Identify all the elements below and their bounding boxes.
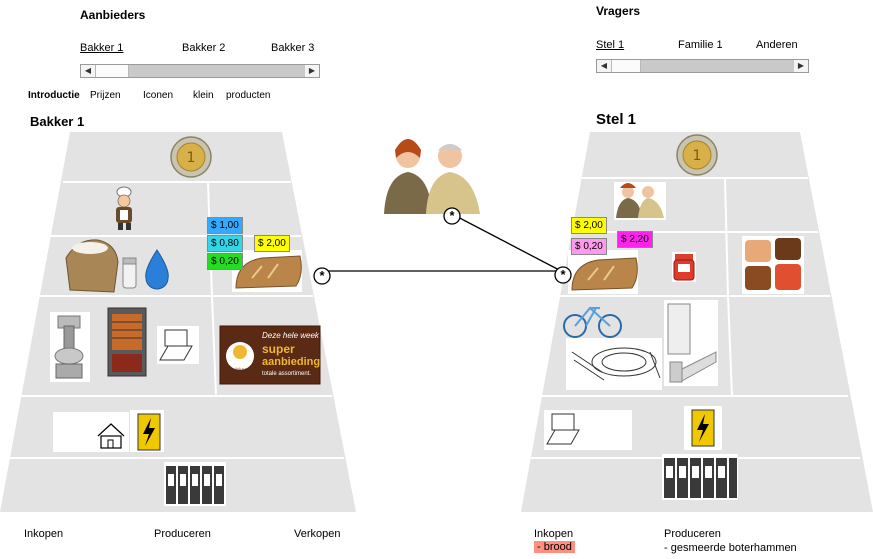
- couple-small-icon: [614, 182, 666, 220]
- stel-heading: Stel 1: [596, 111, 637, 128]
- svg-text:1: 1: [187, 150, 196, 166]
- bread-icon: [568, 250, 638, 294]
- baker-icon: [116, 186, 132, 230]
- footer-produceren: Produceren: [154, 528, 211, 540]
- house-icon: [93, 412, 129, 452]
- subtab-iconen[interactable]: Iconen: [143, 90, 174, 101]
- scrollbar-track[interactable]: [129, 65, 305, 77]
- price-tag: $ 0,80: [207, 235, 243, 252]
- connector-line-diagonal: [451, 213, 564, 273]
- tab-familie-1[interactable]: Familie 1: [678, 39, 723, 51]
- couple-photo-icon: [380, 134, 484, 216]
- footer-inkopen: Inkopen: [534, 528, 574, 540]
- footer-inkopen: Inkopen: [24, 528, 64, 540]
- jam-jar-icon: [672, 252, 696, 282]
- tab-bakker-2[interactable]: Bakker 2: [182, 42, 226, 54]
- aanbieding-banner: [219, 325, 321, 385]
- laptop-icon: [544, 410, 592, 450]
- banner-line-4: totale assortiment.: [262, 371, 312, 377]
- scrollbar-thumb[interactable]: [95, 65, 129, 77]
- euro-coin-icon: 1: [170, 136, 212, 178]
- scrollbar-thumb[interactable]: [611, 60, 641, 72]
- salt-shaker-icon: [122, 257, 137, 289]
- footer-produceren-item: - gesmeerde boterhammen: [664, 542, 797, 554]
- banner-brand: Bakkery: [228, 368, 250, 374]
- placeholder-box: [592, 410, 632, 450]
- connector-asterisk: *: [319, 268, 325, 283]
- plate-cutlery-icon: [566, 338, 662, 390]
- vragers-title: Vragers: [596, 4, 641, 18]
- footer-verkopen: Verkopen: [294, 528, 341, 540]
- euro-coin-icon: 1: [676, 134, 718, 176]
- connector-node-right[interactable]: [554, 266, 572, 284]
- water-drop-icon: [145, 249, 169, 290]
- tab-anderen[interactable]: Anderen: [756, 39, 798, 51]
- bread-icon: [232, 250, 302, 292]
- scroll-left-icon[interactable]: ◀: [81, 65, 95, 77]
- connector-node-left[interactable]: [313, 267, 331, 285]
- placeholder-box: [53, 412, 93, 452]
- electricity-icon: [130, 410, 164, 452]
- subtab-prijzen[interactable]: Prijzen: [90, 90, 121, 101]
- aanbieders-scrollbar[interactable]: ◀ ▶: [80, 64, 320, 78]
- binders-icon: [164, 462, 226, 506]
- price-tag: $ 2,00: [571, 217, 607, 234]
- binders-icon: [662, 454, 738, 500]
- price-tag: $ 2,20: [617, 231, 653, 248]
- scroll-right-icon[interactable]: ▶: [794, 60, 808, 72]
- tab-bakker-3[interactable]: Bakker 3: [271, 42, 315, 54]
- banner-line-3: aanbieding: [262, 356, 321, 368]
- tab-stel-1[interactable]: Stel 1: [596, 39, 625, 51]
- sandwiches-icon: [742, 236, 804, 294]
- bread-oven-icon: [107, 307, 147, 377]
- electricity-icon: [684, 406, 722, 450]
- footer-inkopen-item: - brood: [534, 541, 575, 553]
- subtab-producten[interactable]: producten: [226, 90, 271, 101]
- flour-sack-icon: [65, 239, 119, 293]
- price-tag: $ 2,00: [254, 235, 290, 252]
- banner-line-2: super: [262, 342, 295, 356]
- subtab-klein[interactable]: klein: [193, 90, 214, 101]
- aanbieders-title: Aanbieders: [80, 8, 146, 22]
- bicycle-icon: [563, 306, 622, 338]
- subtab-introductie[interactable]: Introductie: [28, 90, 80, 101]
- price-tag: $ 1,00: [207, 217, 243, 234]
- svg-text:1: 1: [693, 148, 702, 164]
- scroll-right-icon[interactable]: ▶: [305, 65, 319, 77]
- connector-node-couple[interactable]: [443, 207, 461, 225]
- dough-mixer-icon: [50, 312, 90, 382]
- scroll-left-icon[interactable]: ◀: [597, 60, 611, 72]
- kitchen-icon: [664, 300, 718, 386]
- price-tag: $ 0,20: [207, 253, 243, 270]
- laptop-icon: [157, 326, 199, 364]
- vragers-scrollbar[interactable]: ◀ ▶: [596, 59, 809, 73]
- bakker-heading: Bakker 1: [30, 114, 85, 129]
- connector-asterisk: *: [560, 267, 566, 282]
- scrollbar-track[interactable]: [641, 60, 794, 72]
- price-tag: $ 0,20: [571, 238, 607, 255]
- tab-bakker-1[interactable]: Bakker 1: [80, 42, 124, 54]
- connector-asterisk: *: [449, 208, 455, 223]
- banner-line-1: Deze hele week: [262, 331, 319, 340]
- footer-produceren: Produceren: [664, 528, 721, 540]
